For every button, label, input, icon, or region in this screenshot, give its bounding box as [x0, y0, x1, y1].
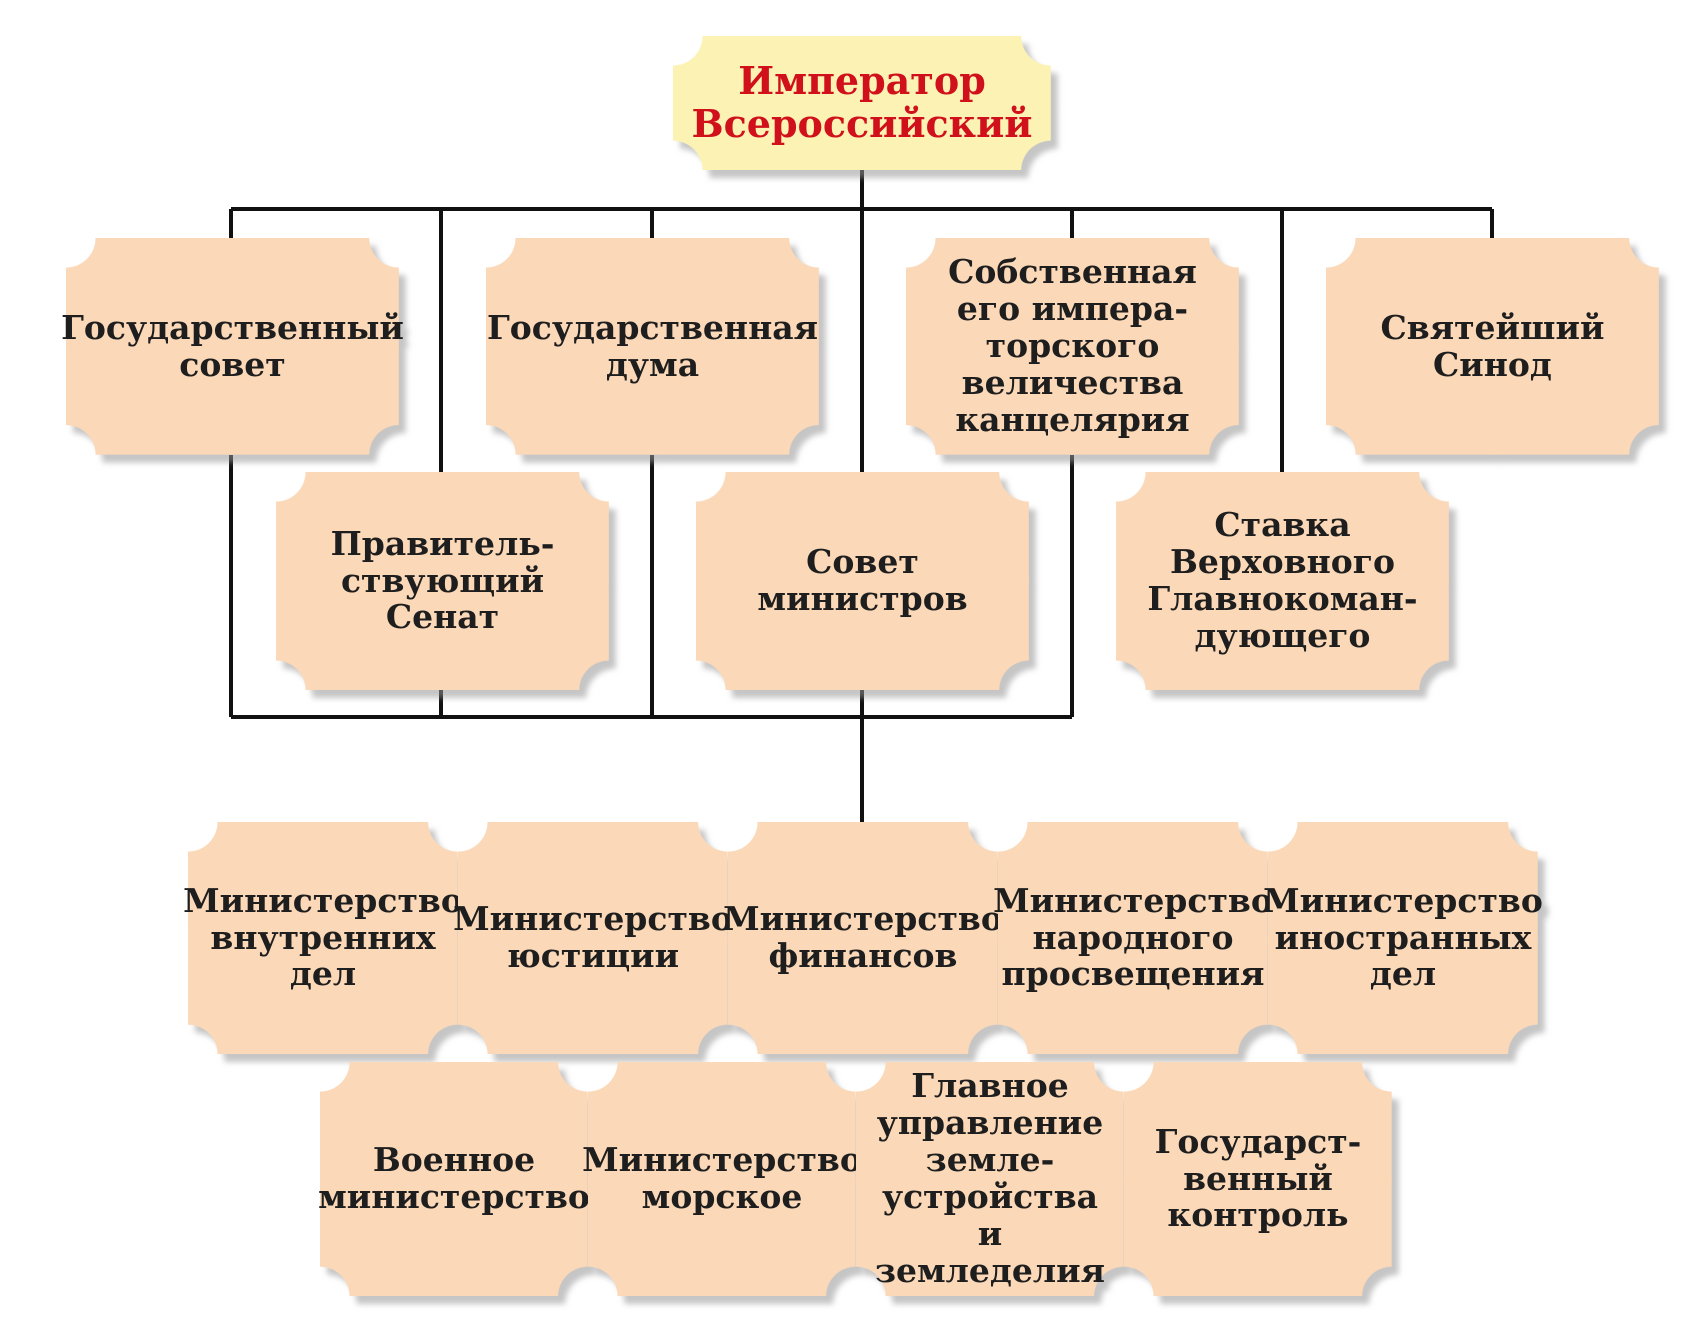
stavka-label: Ставка Верховного Главнокоман- дующего: [1147, 505, 1418, 655]
state-council-label: Государственный совет: [61, 307, 404, 384]
land-management-label: Главное управление земле- устройства и з…: [874, 1066, 1106, 1290]
chancellery-node: Собственная его импера- торского величес…: [906, 238, 1239, 455]
chancellery-label: Собственная его импера- торского величес…: [948, 252, 1197, 439]
state-control-label: Государст- венный контроль: [1154, 1121, 1362, 1235]
state-duma-label: Государственная дума: [487, 307, 818, 384]
min-justice-node: Министерство юстиции: [453, 822, 733, 1054]
holy-synod-node: Святейший Синод: [1326, 238, 1659, 455]
min-finance-label: Министерство финансов: [723, 899, 1003, 975]
min-foreign-label: Министерство иностранных дел: [1263, 880, 1543, 994]
senate-label: Правитель- ствующий Сенат: [330, 523, 555, 637]
state-control-node: Государст- венный контроль: [1124, 1062, 1392, 1296]
land-management-node: Главное управление земле- устройства и з…: [856, 1062, 1124, 1296]
min-interior-label: Министерство внутренних дел: [183, 880, 463, 994]
council-of-ministers-label: Совет министров: [757, 542, 968, 618]
min-navy-label: Министерство морское: [582, 1140, 862, 1216]
emperor-label: Император Всероссийский: [691, 58, 1033, 146]
min-navy-node: Министерство морское: [582, 1062, 862, 1296]
min-justice-label: Министерство юстиции: [453, 899, 733, 975]
state-council-node: Государственный совет: [61, 238, 404, 455]
holy-synod-label: Святейший Синод: [1380, 307, 1605, 384]
senate-node: Правитель- ствующий Сенат: [276, 472, 609, 690]
emperor-node: Император Всероссийский: [673, 36, 1051, 170]
min-education-node: Министерство народного просвещения: [993, 822, 1273, 1054]
min-education-label: Министерство народного просвещения: [993, 880, 1273, 994]
min-interior-node: Министерство внутренних дел: [183, 822, 463, 1054]
stavka-node: Ставка Верховного Главнокоман- дующего: [1116, 472, 1449, 690]
min-finance-node: Министерство финансов: [723, 822, 1003, 1054]
council-of-ministers-node: Совет министров: [696, 472, 1029, 690]
min-war-node: Военное министерство: [318, 1062, 590, 1296]
state-duma-node: Государственная дума: [486, 238, 819, 455]
min-war-label: Военное министерство: [318, 1140, 590, 1216]
min-foreign-node: Министерство иностранных дел: [1263, 822, 1543, 1054]
